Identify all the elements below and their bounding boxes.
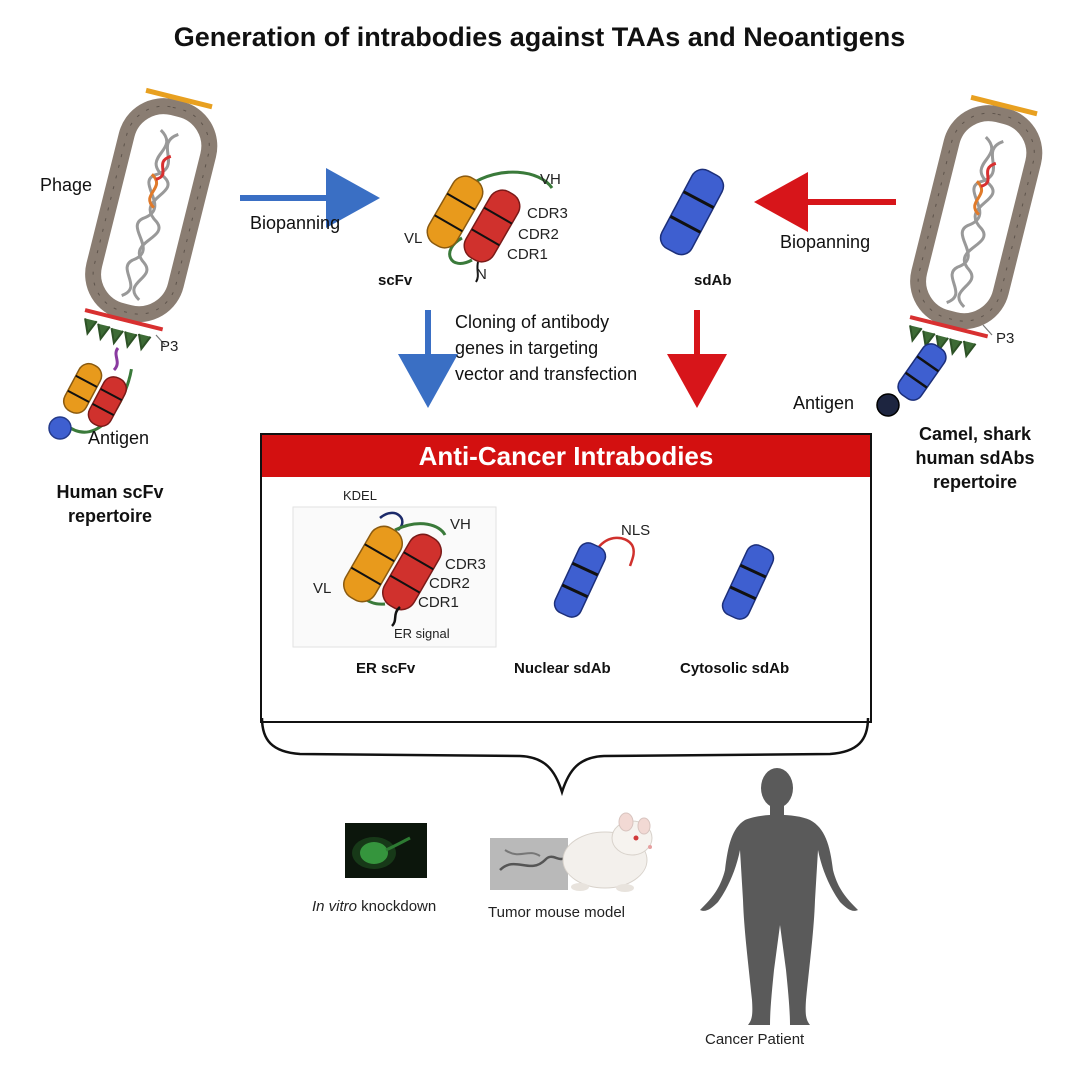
scfv-name: scFv (378, 272, 413, 289)
human-scfv-repertoire-line1: Human scFv (56, 482, 164, 502)
intrabodies-box (260, 433, 872, 723)
er-signal-label: ER signal (394, 626, 450, 641)
left-p3-label: P3 (160, 338, 179, 355)
intrabodies-header: Anti-Cancer Intrabodies (262, 435, 870, 477)
scfv-vh-label: VH (540, 171, 561, 188)
er-scfv-name: ER scFv (356, 660, 416, 677)
cytosolic-sdab-name: Cytosolic sdAb (680, 660, 790, 677)
er-scfv-shape (343, 511, 447, 627)
nuclear-sdab-name: Nuclear sdAb (514, 660, 611, 677)
left-antigen-dot (48, 416, 72, 440)
right-antigen-dot (876, 393, 900, 417)
scfv-cdr3-label: CDR3 (527, 205, 568, 222)
er-vh-label: VH (450, 516, 471, 533)
in-vitro-caption: In vitro knockdown (312, 898, 436, 915)
cancer-patient-caption: Cancer Patient (705, 1031, 805, 1048)
tumor-micrograph-image (490, 838, 568, 890)
camel-repertoire-line1: Camel, shark (918, 424, 1032, 444)
er-cdr1-label: CDR1 (418, 594, 459, 611)
er-cdr2-label: CDR2 (429, 575, 470, 592)
sdab-name: sdAb (694, 272, 732, 289)
er-vl-label: VL (313, 580, 332, 597)
scfv-n-label: N (476, 266, 487, 283)
cancer-patient-silhouette (700, 768, 858, 1025)
camel-repertoire-line2: human sdAbs (915, 448, 1035, 468)
right-biopanning-label: Biopanning (780, 232, 871, 252)
left-phage (84, 87, 218, 352)
top-sdab-shape (659, 168, 725, 256)
nuclear-sdab-shape (553, 536, 635, 618)
top-scfv-shape (426, 170, 554, 283)
box-brace (260, 717, 870, 797)
human-scfv-repertoire-line2: repertoire (67, 506, 153, 526)
cloning-line3: vector and transfection (455, 364, 638, 384)
right-antigen-label: Antigen (793, 393, 855, 413)
right-phage-sdab (897, 343, 947, 401)
scfv-vl-label: VL (404, 230, 423, 247)
mouse-image (562, 812, 653, 892)
scfv-cdr1-label: CDR1 (507, 246, 548, 263)
left-biopanning-label: Biopanning (250, 213, 341, 233)
cytosolic-sdab-shape (721, 544, 775, 620)
in-vitro-rest: knockdown (357, 898, 437, 915)
phage-label: Phage (40, 175, 93, 195)
left-antigen-label: Antigen (88, 428, 150, 448)
er-cdr3-label: CDR3 (445, 556, 486, 573)
cloning-line1: Cloning of antibody (455, 312, 610, 332)
nls-label: NLS (621, 522, 651, 539)
left-phage-scfv (62, 362, 133, 434)
right-phage (909, 94, 1043, 359)
scfv-cdr2-label: CDR2 (518, 226, 559, 243)
tumor-mouse-caption: Tumor mouse model (488, 904, 625, 921)
in-vitro-italic: In vitro (312, 898, 358, 915)
er-kdel-label: KDEL (343, 488, 377, 503)
cloning-line2: genes in targeting (455, 338, 599, 358)
camel-repertoire-line3: repertoire (932, 472, 1018, 492)
right-p3-label: P3 (996, 330, 1015, 347)
diagram-title: Generation of intrabodies against TAAs a… (173, 22, 906, 52)
